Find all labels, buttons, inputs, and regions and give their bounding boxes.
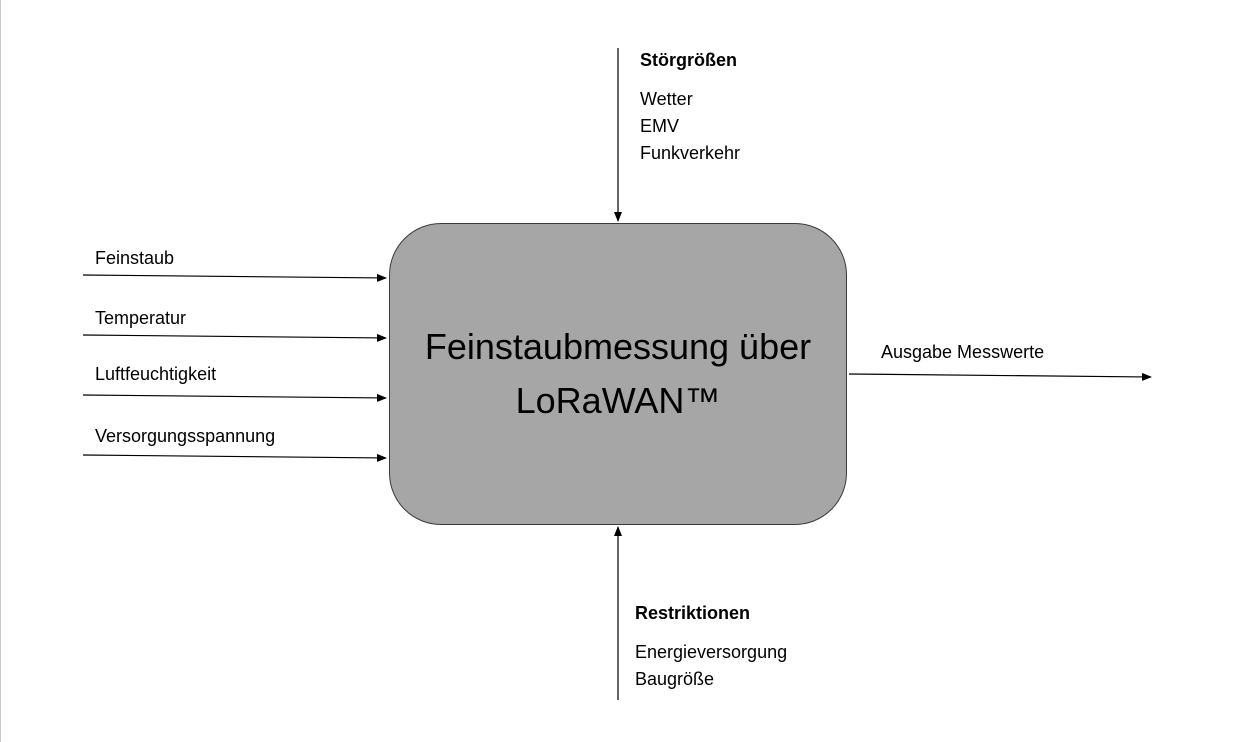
restriction-item: Energieversorgung [635,642,788,662]
input-arrow-temperatur [82,333,387,342]
input-arrow-feinstaub [82,273,387,282]
input-arrow-versorgungsspannung [82,453,387,462]
input-label-luftfeuchtigkeit: Luftfeuchtigkeit [95,364,217,384]
restrictions-heading: Restriktionen [635,603,751,623]
process-box: Feinstaubmessung über LoRaWAN™ [389,223,847,525]
process-title-line2: LoRaWAN™ [515,380,721,421]
input-label-temperatur: Temperatur [95,308,187,328]
disturbance-item: EMV [640,116,680,136]
input-label-feinstaub: Feinstaub [95,248,175,268]
restriction-item: Baugröße [635,669,715,689]
input-label-versorgungsspannung: Versorgungsspannung [95,426,276,446]
disturbance-item: Wetter [640,89,693,109]
restrictions-list: Energieversorgung Baugröße [635,639,787,693]
disturbance-item: Funkverkehr [640,143,741,163]
output-arrow [848,372,1152,381]
process-title-line1: Feinstaubmessung über [424,326,812,367]
output-label: Ausgabe Messwerte [881,342,1045,362]
input-arrow-luftfeuchtigkeit [82,393,387,402]
disturbances-list: Wetter EMV Funkverkehr [640,86,740,167]
page-border [0,0,1,742]
disturbances-heading: Störgrößen [640,50,737,70]
